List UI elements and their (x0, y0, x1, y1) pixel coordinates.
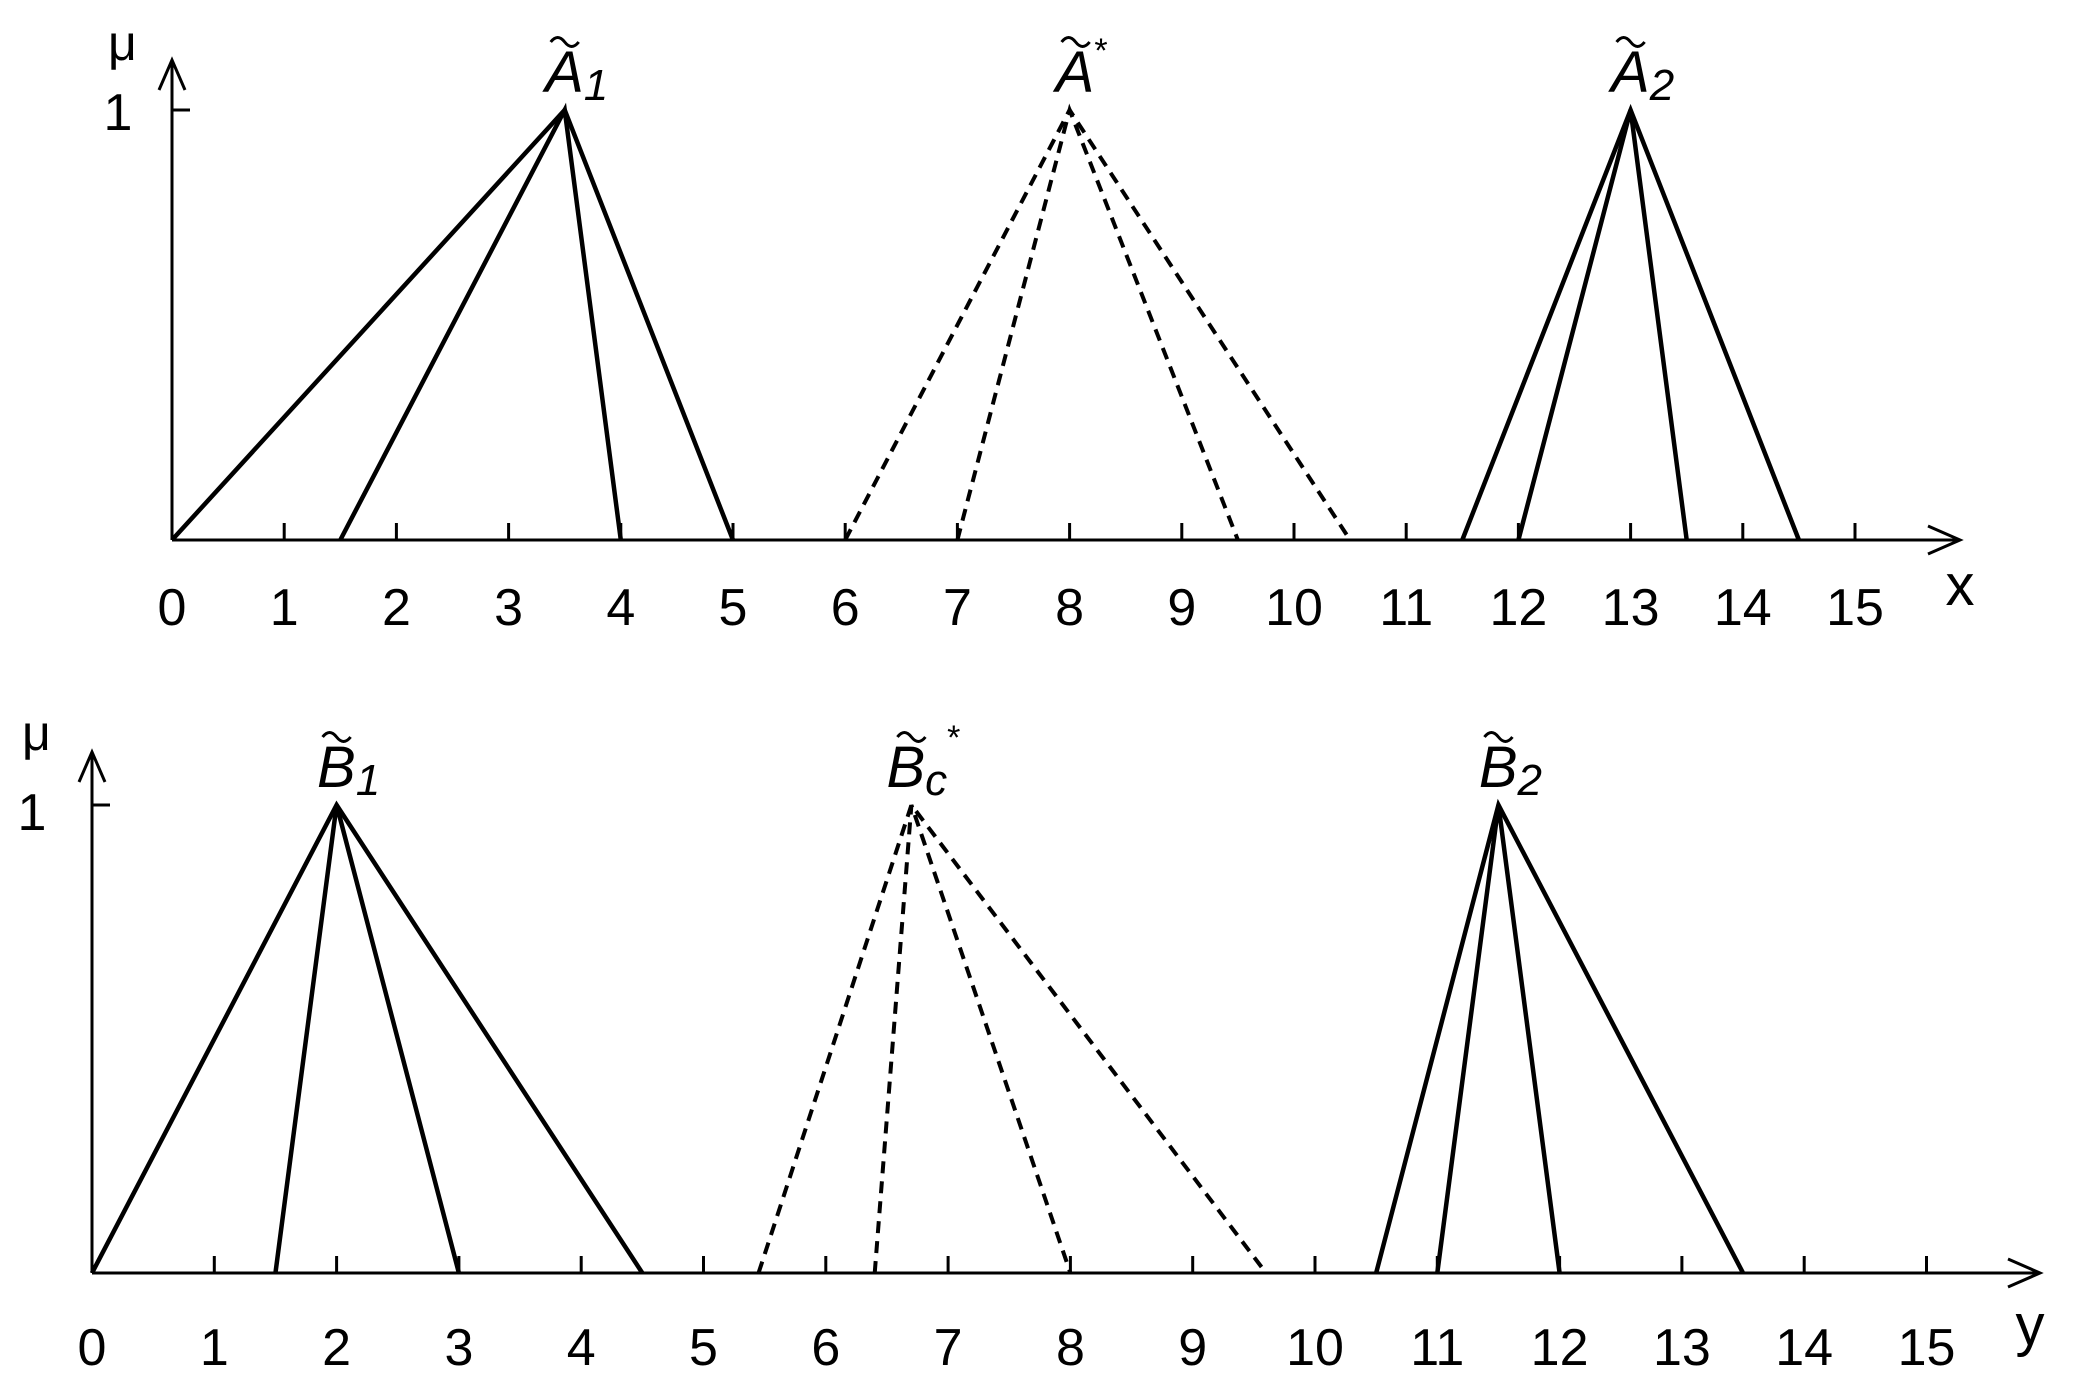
series-B̃2: B2 (1373, 731, 1746, 1275)
x-tick-label-0: 0 (158, 579, 187, 637)
tilde-mark (321, 731, 352, 743)
mf-triangle-B̃c*-1 (756, 800, 1268, 1275)
x-tick-label-5: 5 (719, 579, 748, 637)
x-tick-label-4: 4 (567, 1319, 596, 1377)
mf-triangle-Ã1-2 (338, 102, 624, 542)
x-tick-label-9: 9 (1178, 1319, 1207, 1377)
tilde-mark (1483, 731, 1514, 743)
y-axis-arrow (77, 748, 107, 783)
mf-triangle-B̃1-1 (90, 800, 645, 1275)
series-B̃c*: Bc* (756, 719, 1268, 1275)
y-axis-label: μ (22, 705, 51, 761)
series-label-Ã1: A1 (542, 40, 608, 110)
x-tick-label-0: 0 (78, 1319, 107, 1377)
x-tick-label-8: 8 (1056, 1319, 1085, 1377)
x-tick-label-10: 10 (1265, 579, 1323, 637)
x-axis-arrow (2007, 1257, 2044, 1289)
series-label-B̃c*: Bc* (886, 719, 960, 805)
x-tick-label-3: 3 (494, 579, 523, 637)
series-Ã1: A1 (170, 36, 736, 542)
x-tick-label-13: 13 (1602, 579, 1660, 637)
mf-triangle-Ã2-1 (1460, 103, 1801, 541)
x-tick-label-6: 6 (811, 1319, 840, 1377)
x-tick-label-2: 2 (382, 579, 411, 637)
tilde-mark (1060, 36, 1091, 48)
x-tick-label-12: 12 (1489, 579, 1547, 637)
series-Ã2: A2 (1460, 36, 1801, 541)
mf-triangle-B̃1-2 (273, 804, 462, 1274)
x-axis-label: y (2016, 1293, 2045, 1358)
x-tick-label-2: 2 (322, 1319, 351, 1377)
x-tick-label-10: 10 (1286, 1319, 1344, 1377)
x-tick-label-14: 14 (1714, 579, 1772, 637)
x-tick-label-13: 13 (1653, 1319, 1711, 1377)
x-axis-label: x (1946, 553, 1975, 618)
series-B̃1: B1 (90, 731, 645, 1275)
x-tick-label-11: 11 (1410, 1319, 1464, 1377)
x-tick-label-15: 15 (1898, 1319, 1956, 1377)
mf-triangle-Ã*-1 (843, 106, 1352, 542)
mf-triangle-Ã*-2 (955, 103, 1240, 541)
tilde-mark (549, 36, 580, 48)
x-tick-label-11: 11 (1379, 579, 1433, 637)
x-tick-label-3: 3 (444, 1319, 473, 1377)
x-tick-label-6: 6 (831, 579, 860, 637)
series-label-B̃2: B2 (1479, 735, 1542, 805)
series-label-Ã*: A* (1053, 32, 1108, 105)
mf-triangle-B̃c*-2 (872, 804, 1073, 1274)
mf-triangle-B̃2-2 (1435, 804, 1562, 1274)
x-axis-arrow (1927, 524, 1964, 556)
tilde-mark (896, 731, 927, 743)
series-Ã*: A* (843, 32, 1352, 542)
x-tick-label-15: 15 (1826, 579, 1884, 637)
y-tick-label: 1 (104, 84, 133, 142)
x-tick-label-1: 1 (200, 1319, 229, 1377)
x-tick-label-8: 8 (1055, 579, 1084, 637)
y-axis-label: μ (108, 15, 137, 71)
x-tick-label-7: 7 (943, 579, 972, 637)
y-axis-arrow (157, 56, 187, 91)
x-tick-label-1: 1 (270, 579, 299, 637)
x-tick-label-14: 14 (1775, 1319, 1833, 1377)
x-tick-label-7: 7 (934, 1319, 963, 1377)
x-tick-label-9: 9 (1167, 579, 1196, 637)
mf-triangle-Ã2-2 (1516, 109, 1689, 541)
series-label-B̃1: B1 (317, 735, 380, 805)
x-tick-label-4: 4 (606, 579, 635, 637)
y-tick-label: 1 (18, 784, 47, 842)
x-tick-label-5: 5 (689, 1319, 718, 1377)
series-label-Ã2: A2 (1608, 40, 1674, 110)
tilde-mark (1615, 36, 1646, 48)
mf-triangle-B̃2-1 (1373, 798, 1746, 1275)
x-tick-label-12: 12 (1531, 1319, 1589, 1377)
